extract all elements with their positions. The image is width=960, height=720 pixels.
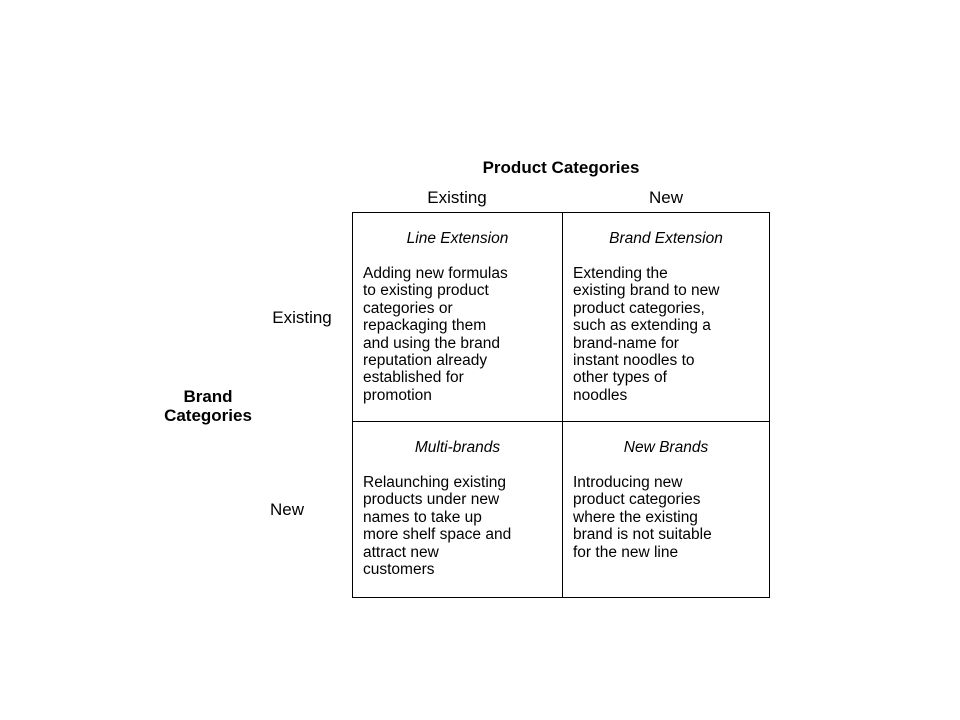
cell-heading-multi-brands: Multi-brands [414,439,501,456]
column-label-new: New [648,188,683,207]
cell-multi-brands: Multi-brands Relaunching existing produc… [353,422,563,597]
cell-heading-brand-extension: Brand Extension [609,230,723,247]
product-categories-title: Product Categories [482,158,640,177]
cell-heading-line-extension: Line Extension [406,230,509,247]
cell-heading-new-brands: New Brands [623,439,709,456]
cell-brand-extension: Brand Extension Extending the existing b… [563,213,769,422]
row-label-new: New [269,500,304,519]
cell-body-line-extension: Adding new formulas to existing product … [363,265,508,404]
cell-line-extension: Line Extension Adding new formulas to ex… [353,213,563,422]
brand-strategy-matrix: Line Extension Adding new formulas to ex… [352,212,770,598]
row-label-existing: Existing [272,308,332,327]
brand-categories-title: Brand Categories [164,387,252,425]
cell-body-new-brands: Introducing new product categories where… [573,474,712,561]
cell-body-brand-extension: Extending the existing brand to new prod… [573,265,720,404]
cell-new-brands: New Brands Introducing new product categ… [563,422,769,597]
column-label-existing: Existing [427,188,487,207]
cell-body-multi-brands: Relaunching existing products under new … [363,474,512,579]
